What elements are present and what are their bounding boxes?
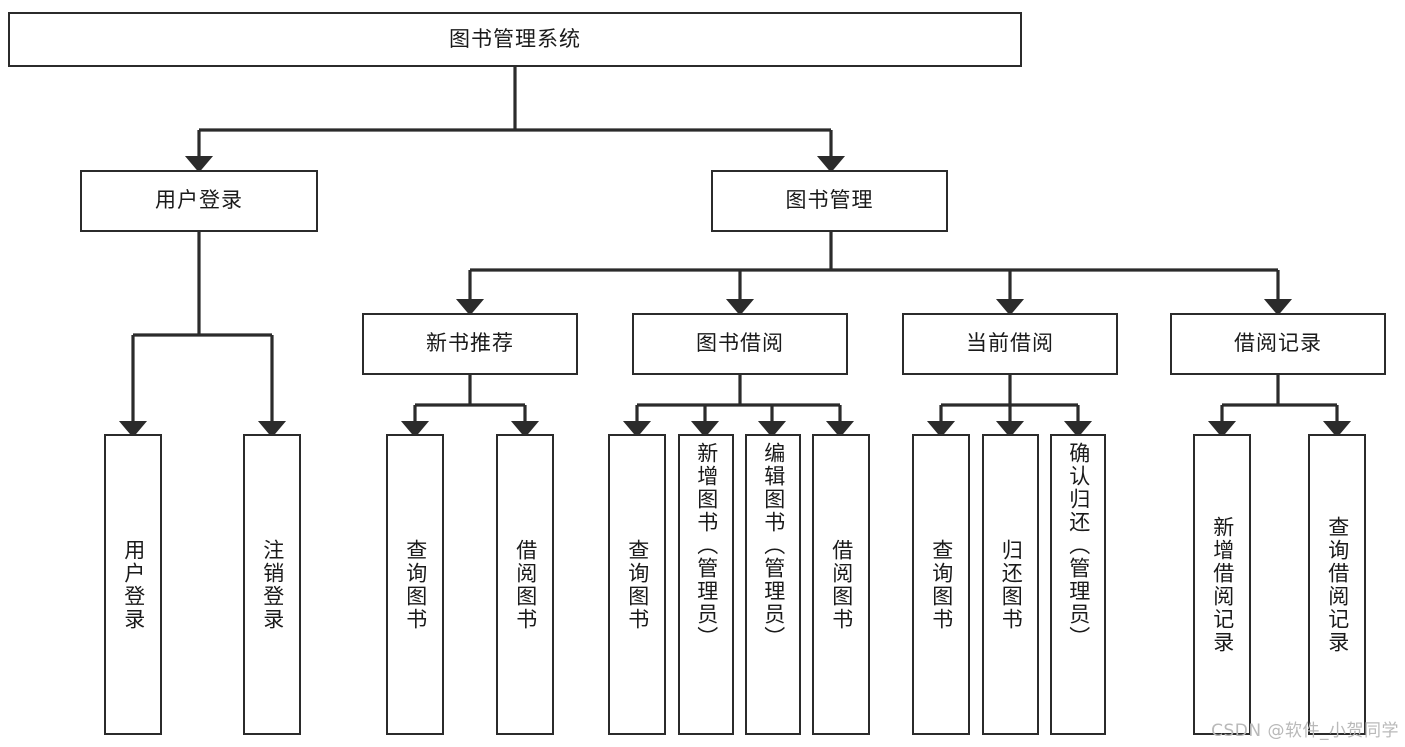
node-label: 用户登录	[121, 538, 146, 631]
node-leaf-query-borrow-record[interactable]: 查询借阅记录	[1308, 434, 1366, 735]
node-leaf-query-book-2[interactable]: 查询图书	[608, 434, 666, 735]
node-leaf-confirm-return-admin[interactable]: 确认归还（管理员）	[1050, 434, 1106, 735]
node-leaf-add-book-admin[interactable]: 新增图书（管理员）	[678, 434, 734, 735]
node-current-borrow[interactable]: 当前借阅	[902, 313, 1118, 375]
node-label: 查询图书	[929, 538, 954, 631]
node-label: 借阅图书	[829, 538, 854, 631]
node-label: 注销登录	[260, 538, 285, 631]
node-label: 当前借阅	[966, 331, 1054, 356]
node-root-book-management-system[interactable]: 图书管理系统	[8, 12, 1022, 67]
node-new-book-recommendation[interactable]: 新书推荐	[362, 313, 578, 375]
node-leaf-logout[interactable]: 注销登录	[243, 434, 301, 735]
node-leaf-edit-book-admin[interactable]: 编辑图书（管理员）	[745, 434, 801, 735]
node-leaf-user-login[interactable]: 用户登录	[104, 434, 162, 735]
watermark: CSDN @软件_小贺同学	[1211, 721, 1399, 741]
node-label: 用户登录	[155, 188, 243, 213]
node-label: 图书借阅	[696, 331, 784, 356]
node-book-borrow[interactable]: 图书借阅	[632, 313, 848, 375]
node-label: 借阅记录	[1234, 331, 1322, 356]
node-leaf-borrow-book-2[interactable]: 借阅图书	[812, 434, 870, 735]
node-label: 编辑图书（管理员）	[761, 442, 786, 649]
node-borrow-record[interactable]: 借阅记录	[1170, 313, 1386, 375]
node-label: 新增借阅记录	[1210, 515, 1235, 654]
node-leaf-query-book-3[interactable]: 查询图书	[912, 434, 970, 735]
node-leaf-add-borrow-record[interactable]: 新增借阅记录	[1193, 434, 1251, 735]
node-label: 查询图书	[403, 538, 428, 631]
node-label: 图书管理系统	[449, 26, 581, 51]
node-leaf-borrow-book-1[interactable]: 借阅图书	[496, 434, 554, 735]
node-label: 新书推荐	[426, 331, 514, 356]
node-label: 查询图书	[625, 538, 650, 631]
node-book-management[interactable]: 图书管理	[711, 170, 948, 232]
node-leaf-query-book-1[interactable]: 查询图书	[386, 434, 444, 735]
node-label: 借阅图书	[513, 538, 538, 631]
node-leaf-return-book[interactable]: 归还图书	[982, 434, 1039, 735]
node-user-login[interactable]: 用户登录	[80, 170, 318, 232]
node-label: 图书管理	[785, 188, 874, 213]
node-label: 新增图书（管理员）	[694, 442, 719, 649]
node-label: 查询借阅记录	[1325, 515, 1350, 654]
node-label: 归还图书	[999, 538, 1024, 631]
node-label: 确认归还（管理员）	[1066, 442, 1091, 649]
